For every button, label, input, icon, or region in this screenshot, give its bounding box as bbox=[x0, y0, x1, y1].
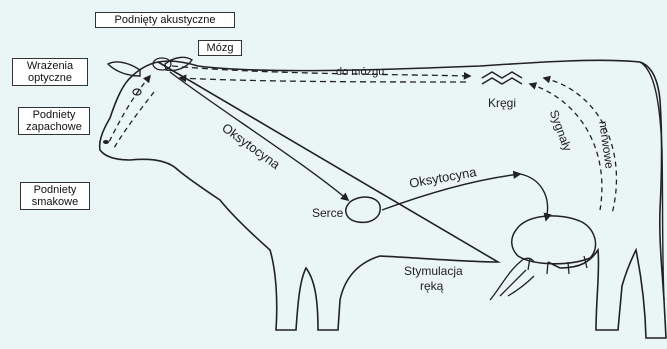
label-smell-line2: zapachowe bbox=[22, 121, 86, 133]
label-hand-stimulation-2: ręką bbox=[420, 279, 443, 293]
heart-shape bbox=[346, 197, 380, 222]
hand-shape bbox=[490, 258, 534, 300]
label-taste-stimuli: Podniety smakowe bbox=[20, 182, 90, 210]
label-hand-stimulation-1: Stymulacja bbox=[404, 264, 463, 278]
nerve-pathways bbox=[108, 66, 616, 214]
cow-outline bbox=[100, 60, 666, 338]
label-vertebrae: Kręgi bbox=[488, 96, 516, 110]
nostril bbox=[103, 140, 109, 144]
label-optical-line1: Wrażenia bbox=[16, 60, 84, 72]
label-taste-line1: Podniety bbox=[24, 184, 86, 196]
label-smell-line1: Podniety bbox=[22, 109, 86, 121]
label-to-brain: do mózgu bbox=[336, 66, 384, 78]
label-optical-impressions: Wrażenia optyczne bbox=[12, 58, 88, 86]
label-smell-stimuli: Podniety zapachowe bbox=[18, 107, 90, 135]
label-taste-line2: smakowe bbox=[24, 196, 86, 208]
label-brain: Mózg bbox=[198, 40, 242, 56]
label-acoustic-stimuli: Podnięty akustyczne bbox=[95, 12, 235, 28]
label-optical-line2: optyczne bbox=[16, 72, 84, 84]
udder-shape bbox=[512, 216, 596, 264]
vertebrae-shape bbox=[482, 72, 522, 84]
label-heart: Serce bbox=[312, 206, 343, 220]
